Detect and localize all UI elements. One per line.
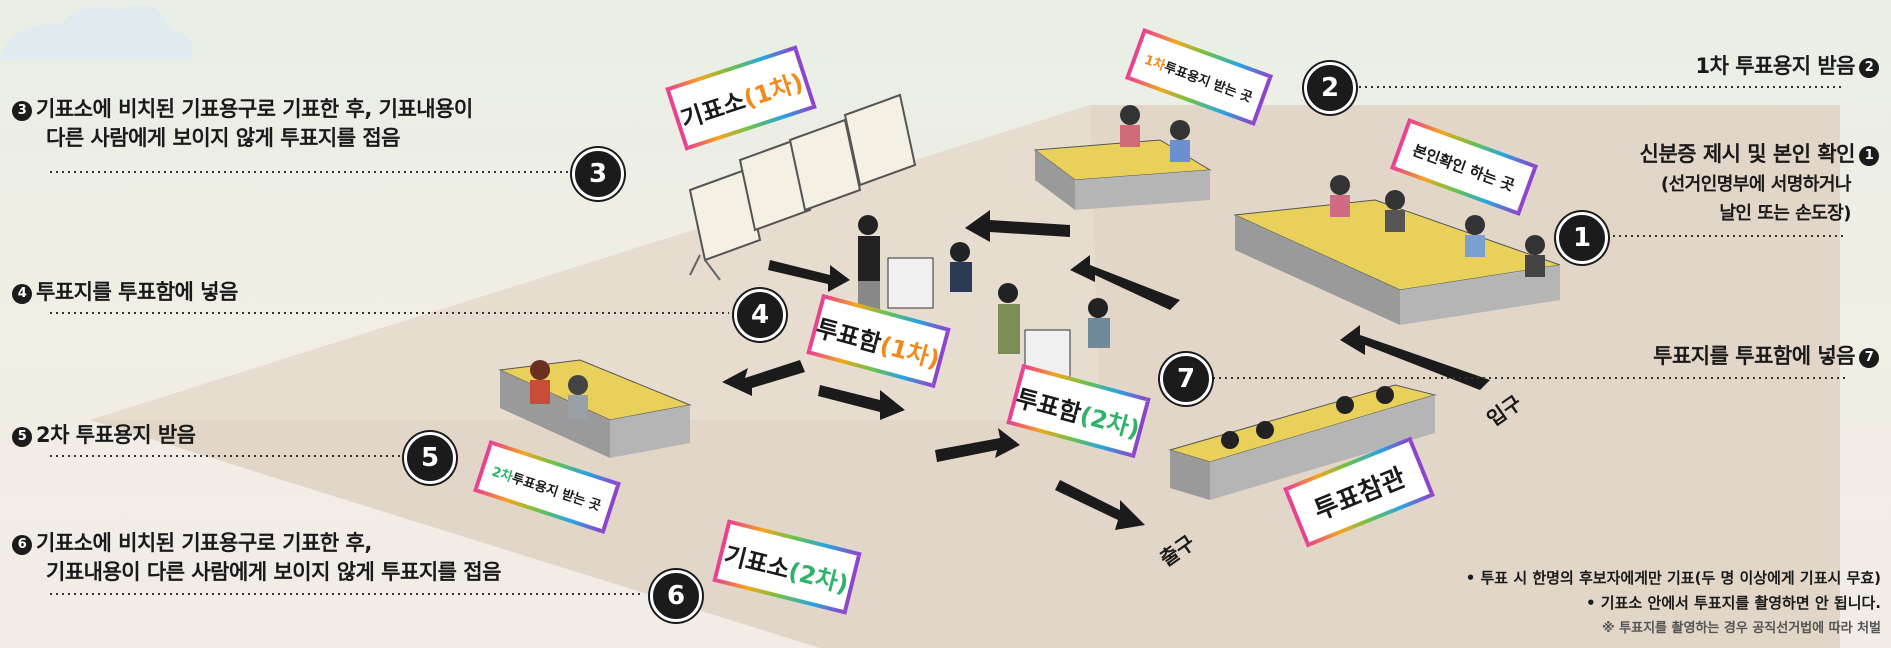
step-7-glyph: 7	[1859, 348, 1879, 368]
leader-lines	[50, 86, 1845, 595]
step-marker-7: 7	[1160, 353, 1212, 405]
step-marker-6: 6	[650, 570, 702, 622]
step-5-label: 2차 투표용지 받음	[36, 423, 196, 447]
step-marker-5: 5	[404, 432, 456, 484]
cloud-shape	[0, 5, 193, 60]
step-3-line2: 다른 사람에게 보이지 않게 투표지를 접음	[46, 126, 401, 150]
ballot2-table	[498, 359, 692, 458]
note-line-1: • 투표 시 한명의 후보자에게만 기표(두 명 이상에게 기표시 무효)	[1465, 569, 1881, 587]
step-5-glyph: 5	[12, 427, 32, 447]
flow-arrows	[722, 210, 1490, 530]
step-6-glyph: 6	[12, 535, 32, 555]
step-3-line1: 기표소에 비치된 기표용구로 기표한 후, 기표내용이	[36, 97, 473, 121]
step-marker-2: 2	[1304, 62, 1356, 114]
note-line-2: • 기표소 안에서 투표지를 촬영하면 안 됩니다.	[1585, 594, 1881, 612]
step-3-glyph: 3	[12, 101, 32, 121]
step-4-label: 투표지를 투표함에 넣음	[36, 280, 238, 304]
step-7-label: 투표지를 투표함에 넣음	[1653, 344, 1855, 368]
step-4-glyph: 4	[12, 284, 32, 304]
identity-table	[1233, 175, 1561, 325]
step-6-line2: 기표내용이 다른 사람에게 보이지 않게 투표지를 접음	[46, 560, 501, 584]
step-1-glyph: 1	[1859, 146, 1879, 166]
note-line-3: ※ 투표지를 촬영하는 경우 공직선거법에 따라 처벌	[1602, 621, 1881, 636]
step-1-line2: (선거인명부에 서명하거나	[1660, 174, 1852, 195]
step-1-line3: 날인 또는 손도장)	[1719, 203, 1851, 224]
step-marker-3: 3	[572, 148, 624, 200]
voting-notes: • 투표 시 한명의 후보자에게만 기표(두 명 이상에게 기표시 무효) • …	[1466, 566, 1881, 641]
step-marker-4: 4	[734, 289, 786, 341]
ballot1-table	[1033, 105, 1212, 210]
step-1-line1: 신분증 제시 및 본인 확인	[1639, 142, 1856, 166]
observer-table	[1168, 384, 1437, 500]
step-marker-1: 1	[1556, 212, 1608, 264]
step-2-label: 1차 투표용지 받음	[1695, 54, 1856, 78]
ballot-box-1-scene	[858, 215, 972, 311]
voting-booths-1	[688, 93, 917, 281]
step-6-line1: 기표소에 비치된 기표용구로 기표한 후,	[36, 531, 372, 555]
step-2-glyph: 2	[1859, 58, 1879, 78]
